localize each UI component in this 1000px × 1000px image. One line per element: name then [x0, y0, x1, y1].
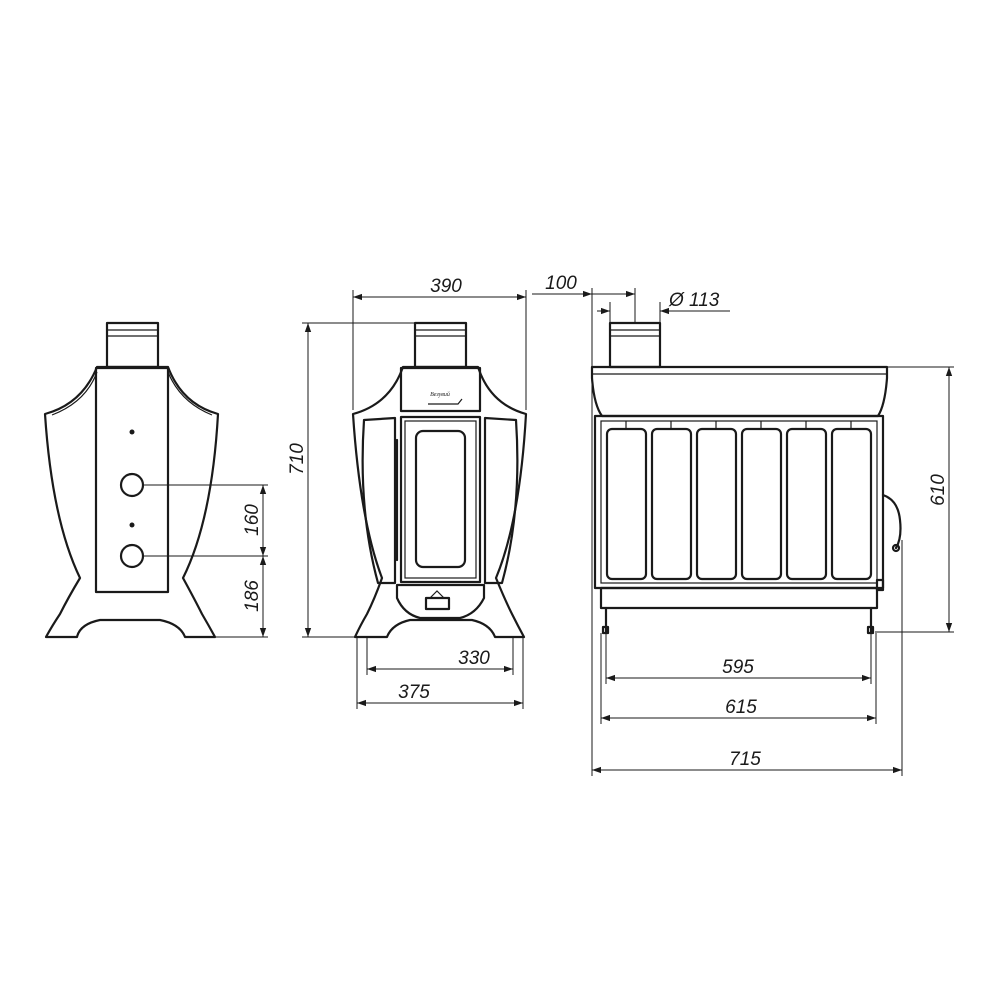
dimension-base-width: 375 — [356, 637, 524, 709]
dim-186-label: 186 — [242, 580, 263, 612]
dim-160-label: 160 — [242, 504, 263, 536]
base-frame — [599, 586, 879, 610]
small-dot — [129, 522, 135, 528]
ash-drawer — [395, 583, 486, 620]
dim-615-label: 615 — [725, 697, 757, 718]
fin-6 — [830, 427, 873, 581]
dimension-body-width: 615 — [600, 633, 877, 724]
side-panel — [94, 366, 170, 594]
long-side-view: 100 Ø 113 610 595 615 — [532, 273, 954, 776]
dim-595-label: 595 — [722, 657, 754, 678]
dim-715-label: 715 — [729, 749, 761, 770]
flue-pipe — [608, 321, 662, 369]
fin-4 — [740, 427, 783, 581]
dim-100-label: 100 — [545, 273, 577, 294]
flue-pipe — [105, 321, 160, 369]
stove-body — [593, 414, 885, 590]
fin-3 — [695, 427, 738, 581]
dimension-flue-offset: 100 — [532, 273, 636, 367]
outlet-hole-lower — [119, 543, 145, 569]
dim-330-label: 330 — [458, 648, 490, 669]
dimension-total-width: 715 — [591, 380, 903, 776]
flue-pipe — [413, 321, 468, 369]
front-body-outline — [351, 365, 528, 639]
side-panel-right — [483, 416, 519, 585]
door-glass — [414, 429, 467, 569]
dimension-total-height: 710 — [287, 322, 415, 638]
dimension-body-height: 610 — [875, 366, 954, 633]
dimension-inner-width: 595 — [605, 633, 872, 684]
front-view: Везувий 390 710 330 — [287, 276, 528, 709]
dim-610-label: 610 — [928, 474, 949, 506]
small-dot — [129, 429, 135, 435]
side-body-outline — [43, 365, 220, 639]
convection-fins — [605, 421, 873, 581]
fin-2 — [650, 427, 693, 581]
fire-door — [399, 415, 482, 584]
dim-710-label: 710 — [287, 443, 308, 475]
outlet-hole-upper — [119, 472, 145, 498]
dim-113-label: Ø 113 — [668, 290, 720, 311]
door-handle — [881, 493, 902, 550]
dimension-leg-span: 330 — [366, 637, 514, 675]
dim-390-label: 390 — [430, 276, 462, 297]
side-panel-left — [361, 416, 397, 585]
dimension-flue-diameter: Ø 113 — [597, 290, 730, 323]
dimension-top-width: 390 — [352, 276, 527, 410]
dimension-hole-spacing: 160 186 — [143, 484, 268, 638]
dim-375-label: 375 — [398, 682, 430, 703]
fin-1 — [605, 427, 648, 581]
brand-logo: Везувий — [430, 391, 450, 398]
side-view: 160 186 — [43, 321, 268, 639]
control-panel — [399, 366, 482, 413]
fin-5 — [785, 427, 828, 581]
